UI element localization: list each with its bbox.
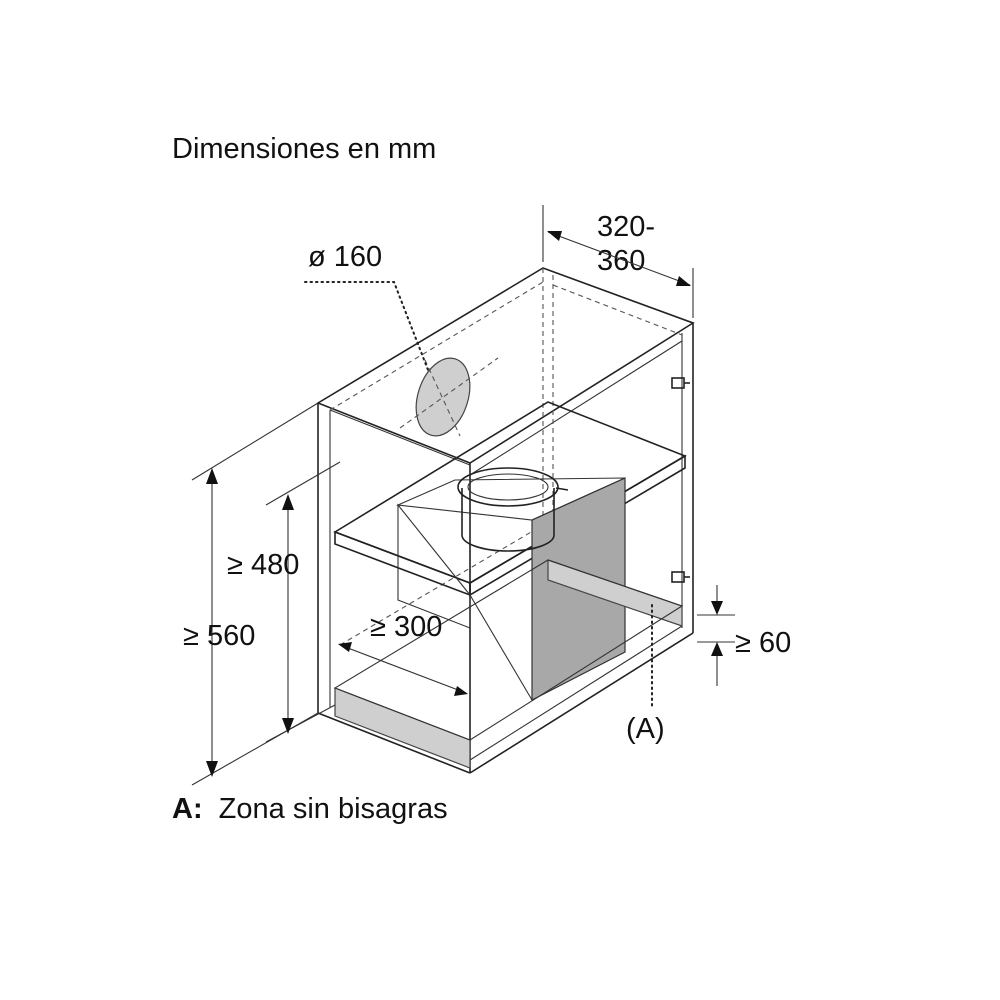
cabinet-outline <box>316 267 695 774</box>
hinge-top <box>671 377 690 389</box>
diagram-title: Dimensiones en mm <box>172 133 436 165</box>
duct-opening <box>399 357 499 437</box>
legend-text: Zona sin bisagras <box>219 793 448 825</box>
no-hinge-zone <box>333 559 684 769</box>
dim-bottom-gap-label: ≥ 60 <box>735 627 791 659</box>
duct-collar <box>457 467 569 552</box>
dim-diameter-label: ø 160 <box>308 241 382 273</box>
zone-marker-label: (A) <box>626 713 665 745</box>
dim-total-height-label: ≥ 560 <box>183 620 255 652</box>
dim-inner-height-label: ≥ 480 <box>227 549 299 581</box>
hinge-bottom <box>671 571 690 583</box>
dim-inner-width-label: ≥ 300 <box>370 611 442 643</box>
dim-depth-label-line1: 320- <box>597 211 655 243</box>
dim-depth-label-line2: 360 <box>597 245 645 277</box>
legend: A: Zona sin bisagras <box>172 793 448 825</box>
legend-key: A: <box>172 793 203 825</box>
